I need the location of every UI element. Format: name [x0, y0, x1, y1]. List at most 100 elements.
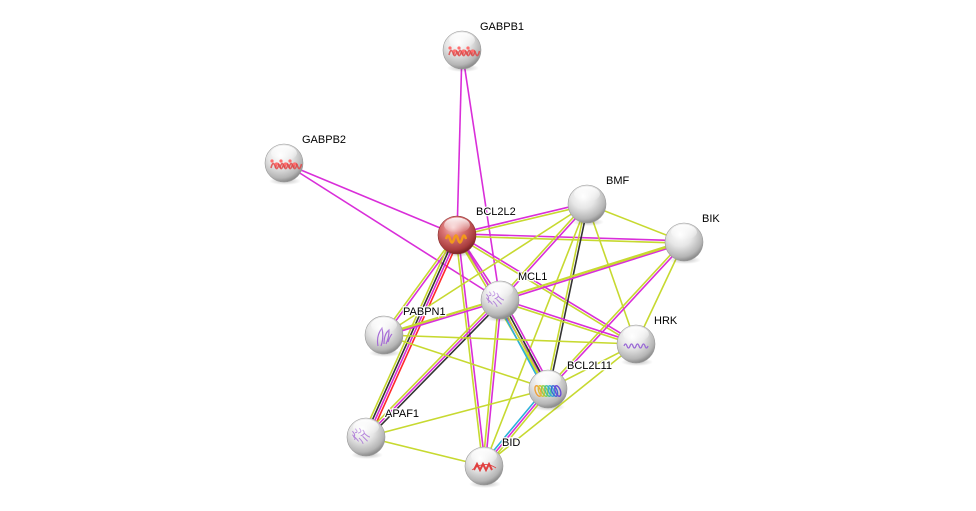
edge-line-experiments — [457, 234, 486, 466]
edge-line-textmining — [455, 235, 636, 346]
edge-line-textmining — [363, 297, 499, 436]
node-highlight — [487, 282, 513, 298]
edge-gabpb1-mcl1[interactable] — [461, 49, 501, 301]
edge-gabpb1-bcl2l2[interactable] — [456, 49, 463, 236]
edge-pabpn1-bcl2l11[interactable] — [383, 334, 549, 390]
edge-line-experiments — [500, 242, 685, 302]
node-hrk[interactable]: HRK — [616, 314, 679, 366]
node-highlight — [444, 217, 470, 233]
edge-bik-pabpn1[interactable] — [383, 241, 685, 336]
edge-line-textmining — [383, 298, 500, 335]
protein-structure-icon — [448, 46, 481, 57]
edge-line-textmining — [546, 240, 684, 389]
edge-line-textmining — [383, 334, 637, 345]
edge-line-textmining — [457, 204, 588, 237]
edge-line-experiments — [500, 298, 637, 344]
node-highlight — [271, 145, 297, 161]
edge-mcl1-hrk[interactable] — [499, 298, 637, 346]
node-bik[interactable]: BIK — [664, 212, 722, 264]
edge-line-experiments — [461, 49, 501, 301]
edge-mcl1-apaf1[interactable] — [363, 297, 503, 440]
edge-bmf-pabpn1[interactable] — [383, 203, 588, 336]
edge-line-textmining — [365, 436, 485, 467]
edge-line-textmining — [499, 300, 636, 346]
node-highlight — [471, 448, 497, 464]
node-label: BCL2L11 — [567, 360, 612, 372]
node-highlight — [353, 419, 379, 435]
edge-mcl1-bid[interactable] — [482, 299, 502, 467]
edge-line-coexpression — [367, 301, 503, 440]
edge-bcl2l2-bmf[interactable] — [456, 202, 588, 237]
edge-line-experiments — [484, 300, 502, 467]
node-highlight — [671, 224, 697, 240]
node-gabpb1[interactable]: GABPB1 — [442, 20, 525, 72]
edge-line-fusion — [368, 236, 462, 439]
edge-line-textmining — [383, 334, 549, 390]
protein-structure-icon — [623, 343, 649, 349]
edge-gabpb2-bcl2l2[interactable] — [283, 162, 458, 236]
edge-bcl2l2-bid[interactable] — [455, 234, 486, 467]
protein-structure-icon — [534, 385, 562, 397]
edge-line-textmining — [483, 203, 588, 467]
edge-gabpb2-mcl1[interactable] — [283, 162, 501, 301]
edge-line-experiments — [456, 49, 463, 236]
edge-apaf1-bid[interactable] — [365, 436, 485, 467]
node-label: HRK — [654, 315, 678, 327]
edge-pabpn1-hrk[interactable] — [383, 334, 637, 345]
protein-structure-icon — [471, 461, 497, 473]
edge-line-textmining — [361, 233, 455, 436]
node-highlight — [574, 186, 600, 202]
node-label: APAF1 — [385, 408, 419, 420]
node-bid[interactable]: BID — [464, 436, 522, 488]
node-label: MCL1 — [518, 271, 547, 283]
edge-bcl2l11-apaf1[interactable] — [365, 388, 549, 438]
node-highlight — [449, 32, 475, 48]
edge-bmf-bcl2l11[interactable] — [546, 203, 589, 390]
node-bmf[interactable]: BMF — [567, 174, 631, 226]
edge-line-experiments — [548, 242, 686, 391]
node-bcl2l2[interactable]: BCL2L2 — [437, 205, 517, 257]
edge-line-experiments — [384, 300, 501, 337]
edge-line-experiments — [283, 162, 501, 301]
edge-line-textmining — [456, 235, 684, 244]
node-highlight — [535, 371, 561, 387]
edge-line-textmining — [383, 241, 685, 336]
edge-line-textmining — [586, 203, 637, 345]
edge-line-textmining — [498, 202, 587, 300]
protein-structure-icon — [444, 234, 468, 244]
node-label: BMF — [606, 175, 630, 187]
edge-line-experiments — [456, 202, 587, 235]
edge-bik-bcl2l11[interactable] — [546, 240, 686, 391]
edge-bmf-bid[interactable] — [483, 203, 588, 467]
node-label: BIK — [702, 213, 720, 225]
edge-line-coexpression — [548, 204, 589, 390]
node-label: GABPB1 — [480, 21, 524, 33]
edge-line-textmining — [482, 299, 500, 466]
edge-line-textmining — [365, 388, 549, 438]
node-label: GABPB2 — [302, 134, 346, 146]
edge-line-experiments — [283, 162, 458, 236]
edge-line-experiments — [457, 233, 685, 242]
node-bcl2l11[interactable]: BCL2L11 — [528, 359, 613, 411]
protein-structure-icon — [270, 159, 303, 170]
node-label: BCL2L2 — [476, 206, 516, 218]
edge-mcl1-pabpn1[interactable] — [383, 298, 501, 337]
edge-line-textmining — [546, 203, 587, 389]
edge-line-textmining — [455, 235, 484, 467]
edge-line-textmining — [382, 233, 457, 335]
node-gabpb2[interactable]: GABPB2 — [264, 133, 347, 185]
edge-line-experiments — [365, 299, 501, 438]
node-apaf1[interactable]: APAF1 — [346, 407, 420, 459]
node-mcl1[interactable]: MCL1 — [480, 270, 549, 322]
edge-line-textmining — [383, 203, 588, 336]
node-label: PABPN1 — [403, 306, 446, 318]
node-label: BID — [502, 437, 520, 449]
edge-bmf-hrk[interactable] — [586, 203, 637, 345]
edge-bcl2l2-bik[interactable] — [456, 233, 685, 244]
edges-layer — [283, 49, 686, 469]
node-highlight — [623, 326, 649, 342]
node-highlight — [371, 317, 397, 333]
node-pabpn1[interactable]: PABPN1 — [364, 305, 447, 357]
